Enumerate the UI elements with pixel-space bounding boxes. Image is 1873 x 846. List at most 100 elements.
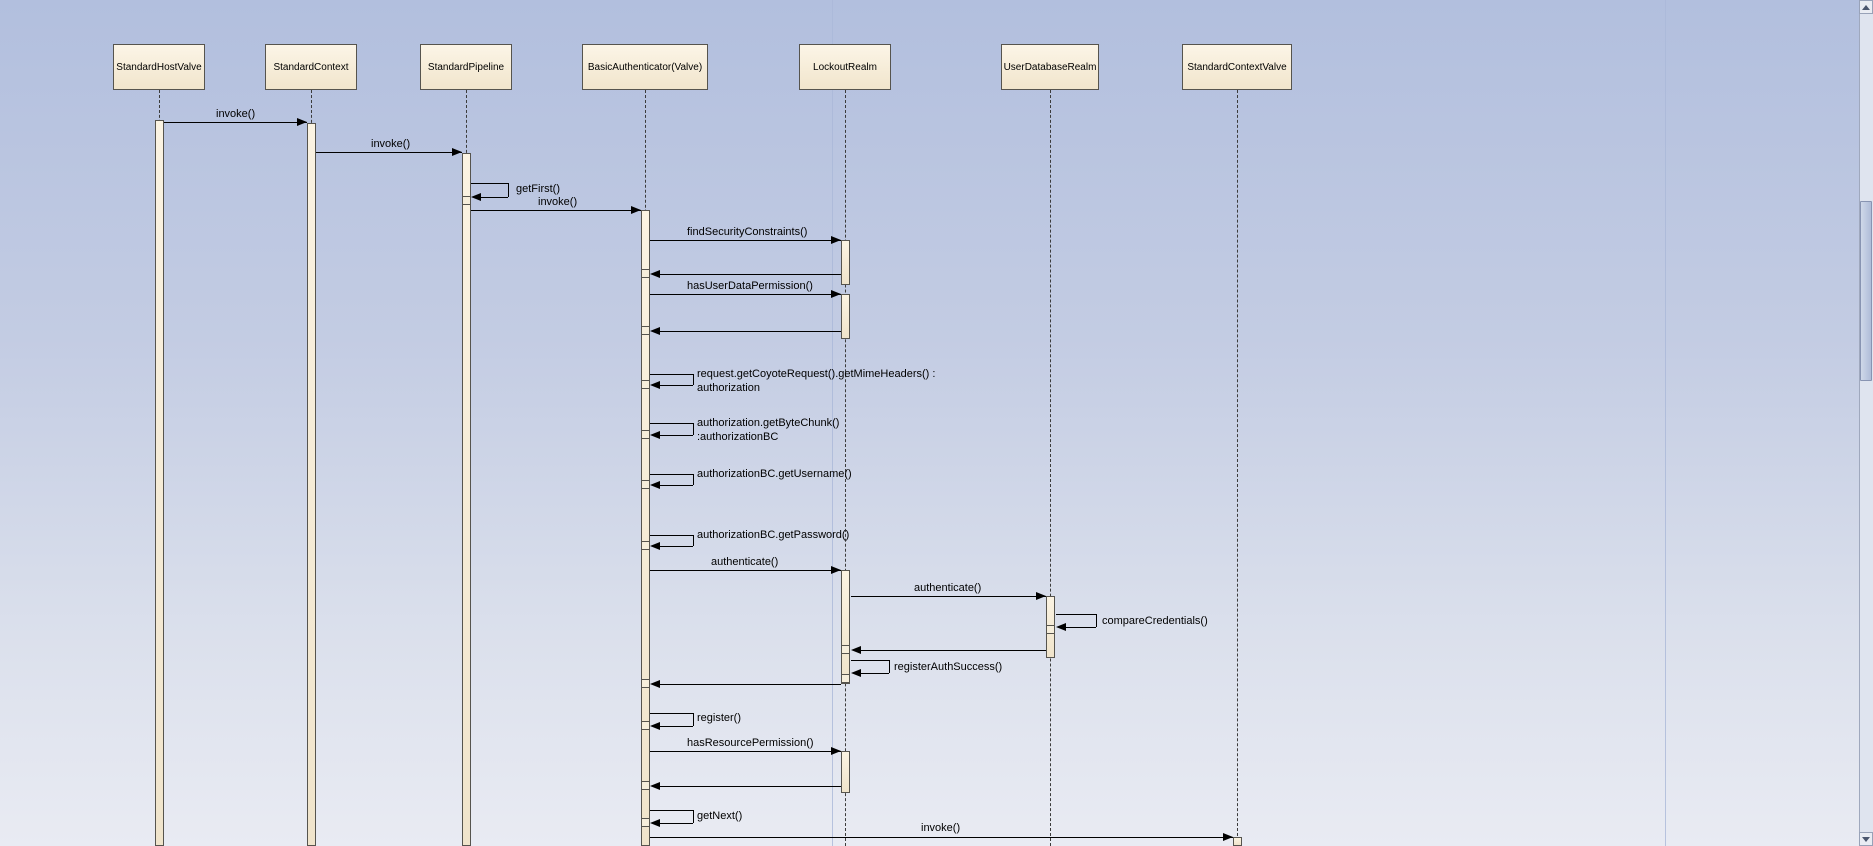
actor-lockoutrealm: LockoutRealm <box>799 44 891 90</box>
arrowhead-right-icon <box>631 206 641 214</box>
message-label-getfirst: getFirst() <box>516 183 560 195</box>
actor-standardcontextvalve: StandardContextValve <box>1182 44 1292 90</box>
activation-bar <box>841 240 850 285</box>
message-line <box>659 485 693 486</box>
message-line <box>693 374 694 385</box>
message-label-invoke: invoke() <box>371 138 411 150</box>
message-line <box>471 183 508 184</box>
arrowhead-left-icon <box>851 646 861 654</box>
message-label-getmimeheaders: request.getCoyoteRequest().getMimeHeader… <box>697 368 936 394</box>
arrowhead-left-icon <box>471 193 481 201</box>
arrowhead-left-icon <box>1056 623 1066 631</box>
actor-standardpipeline: StandardPipeline <box>420 44 512 90</box>
message-label-getbytechunk: authorization.getByteChunk() :authorizat… <box>697 417 840 443</box>
actor-basicauthenticator: BasicAuthenticator(Valve) <box>582 44 708 90</box>
message-label-authenticate: authenticate() <box>711 556 779 568</box>
vertical-scrollbar[interactable] <box>1859 0 1873 846</box>
activation-bar <box>1233 837 1242 846</box>
message-line <box>851 660 889 661</box>
lifeline-userdatabaserealm <box>1050 90 1051 846</box>
arrowhead-left-icon <box>650 481 660 489</box>
message-line <box>659 726 693 727</box>
message-line <box>480 197 508 198</box>
message-line <box>659 385 693 386</box>
return-marker <box>641 269 650 278</box>
activation-bar <box>307 123 316 846</box>
message-line <box>650 713 693 714</box>
message-line <box>1096 614 1097 627</box>
message-line <box>693 713 694 726</box>
arrowhead-left-icon <box>650 782 660 790</box>
actor-label: StandardContextValve <box>1187 61 1287 73</box>
message-label-hasresourcepermission: hasResourcePermission() <box>687 737 814 749</box>
arrowhead-right-icon <box>452 148 462 156</box>
message-line <box>650 751 841 752</box>
message-line <box>650 837 1233 838</box>
lifeline-lockoutrealm <box>845 90 846 846</box>
activation-bar <box>462 153 471 846</box>
arrowhead-left-icon <box>851 669 861 677</box>
message-line <box>650 810 693 811</box>
message-line <box>316 152 462 153</box>
scroll-up-icon <box>1862 4 1870 10</box>
return-marker <box>641 541 650 550</box>
message-line <box>659 435 693 436</box>
lifeline-standardcontextvalve <box>1237 90 1238 846</box>
arrowhead-right-icon <box>831 290 841 298</box>
arrowhead-right-icon <box>831 236 841 244</box>
message-label-getnext: getNext() <box>697 810 743 822</box>
message-line <box>650 374 693 375</box>
activation-bar <box>641 210 650 846</box>
return-marker <box>641 721 650 730</box>
return-marker <box>641 380 650 389</box>
actor-label: UserDatabaseRealm <box>1003 61 1097 73</box>
return-line <box>860 650 1046 651</box>
arrowhead-right-icon <box>831 747 841 755</box>
return-marker <box>462 196 471 205</box>
message-line <box>860 673 889 674</box>
activation-bar <box>841 751 850 793</box>
return-marker <box>841 645 850 654</box>
arrowhead-left-icon <box>650 819 660 827</box>
page-boundary-line <box>832 0 833 846</box>
message-line <box>693 535 694 546</box>
message-line <box>650 294 841 295</box>
arrowhead-right-icon <box>297 118 307 126</box>
return-marker <box>641 430 650 439</box>
arrowhead-right-icon <box>1223 833 1233 841</box>
return-marker <box>1046 625 1055 634</box>
actor-standardcontext: StandardContext <box>265 44 357 90</box>
return-marker <box>641 818 650 827</box>
arrowhead-left-icon <box>650 680 660 688</box>
message-label-register: register() <box>697 712 742 724</box>
return-line <box>659 331 841 332</box>
message-line <box>889 660 890 673</box>
scroll-up-button[interactable] <box>1859 0 1873 14</box>
activation-bar <box>155 120 164 846</box>
actor-label: StandardHostValve <box>116 61 202 73</box>
message-line <box>508 183 509 197</box>
message-line <box>1056 614 1096 615</box>
message-line <box>693 423 694 435</box>
message-label-authenticate: authenticate() <box>914 582 982 594</box>
return-marker <box>641 326 650 335</box>
message-label-hasuserdatapermission: hasUserDataPermission() <box>687 280 813 292</box>
message-line <box>851 596 1046 597</box>
return-line <box>659 684 841 685</box>
message-line <box>164 122 307 123</box>
actor-label: StandardPipeline <box>427 61 505 73</box>
scroll-down-button[interactable] <box>1859 832 1873 846</box>
page-boundary-line <box>1665 0 1666 846</box>
scrollbar-thumb[interactable] <box>1860 201 1872 381</box>
message-line <box>693 810 694 823</box>
message-label-getpassword: authorizationBC.getPassword() <box>697 529 850 541</box>
message-label-invoke: invoke() <box>216 108 256 120</box>
arrowhead-left-icon <box>650 722 660 730</box>
return-line <box>659 786 841 787</box>
actor-standardhostvalve: StandardHostValve <box>113 44 205 90</box>
message-line <box>650 474 693 475</box>
arrowhead-left-icon <box>650 381 660 389</box>
arrowhead-right-icon <box>831 566 841 574</box>
activation-bar <box>841 294 850 339</box>
